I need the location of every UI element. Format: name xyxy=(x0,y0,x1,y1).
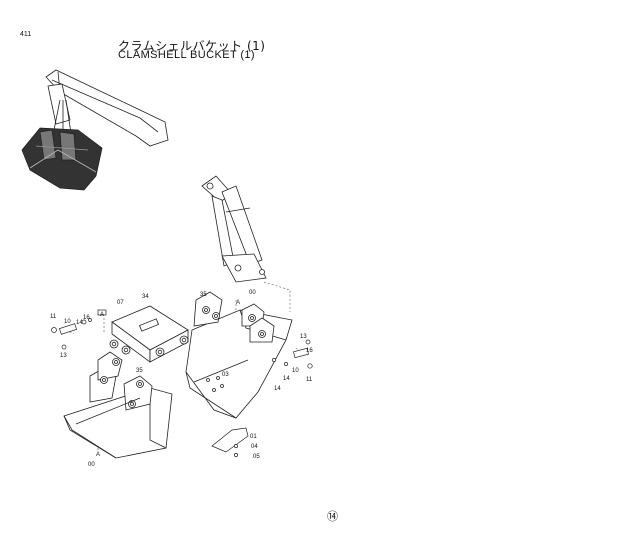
bucket-tooth-assembly xyxy=(211,427,249,457)
callout-00-left: 00 xyxy=(88,462,95,468)
callout-14-left: 14 xyxy=(76,320,83,326)
callout-03: 03 xyxy=(222,372,229,378)
overview-machine-illustration xyxy=(21,69,169,191)
right-bucket-shell xyxy=(185,291,293,419)
callout-10-left: 10 xyxy=(64,319,71,325)
callout-14-inner: 14 xyxy=(274,386,281,392)
callout-labels: 11 10 14 16 13 A 07 34 35 A 00 35 A 00 1… xyxy=(50,290,313,468)
page-number: 411 xyxy=(20,31,32,38)
callout-11-left: 11 xyxy=(50,314,57,320)
callout-16-right: 16 xyxy=(306,348,313,354)
callout-a-bottom: A xyxy=(96,452,100,458)
link-arm-illustration xyxy=(201,175,267,283)
callout-14-right: 14 xyxy=(283,376,290,382)
left-hardware xyxy=(51,309,107,350)
page-title-japanese: クラムシェルバケット (1) xyxy=(118,39,266,53)
callout-07: 07 xyxy=(117,300,124,306)
page-title-english: CLAMSHELL BUCKET (1) xyxy=(118,49,255,61)
callout-a-right: A xyxy=(236,300,240,306)
callout-13-left: 13 xyxy=(60,353,67,359)
callout-16-left: 16 xyxy=(83,315,90,321)
callout-04: 04 xyxy=(251,444,258,450)
callout-00-right: 00 xyxy=(249,290,256,296)
callout-35-left: 35 xyxy=(136,368,143,374)
callout-35-right: 35 xyxy=(200,292,207,298)
callout-11-right: 11 xyxy=(306,377,313,383)
callout-34: 34 xyxy=(142,294,149,300)
callout-a-left: A xyxy=(100,312,104,318)
callout-05-tooth: 05 xyxy=(253,454,260,460)
hinge-bracket-assembly xyxy=(109,305,189,363)
right-hardware xyxy=(272,339,313,369)
left-bucket-shell xyxy=(63,351,173,459)
callout-01: 01 xyxy=(250,434,257,440)
callout-10-right: 10 xyxy=(292,368,299,374)
section-mark: ⑭ xyxy=(327,511,338,523)
callout-13-right: 13 xyxy=(300,334,307,340)
